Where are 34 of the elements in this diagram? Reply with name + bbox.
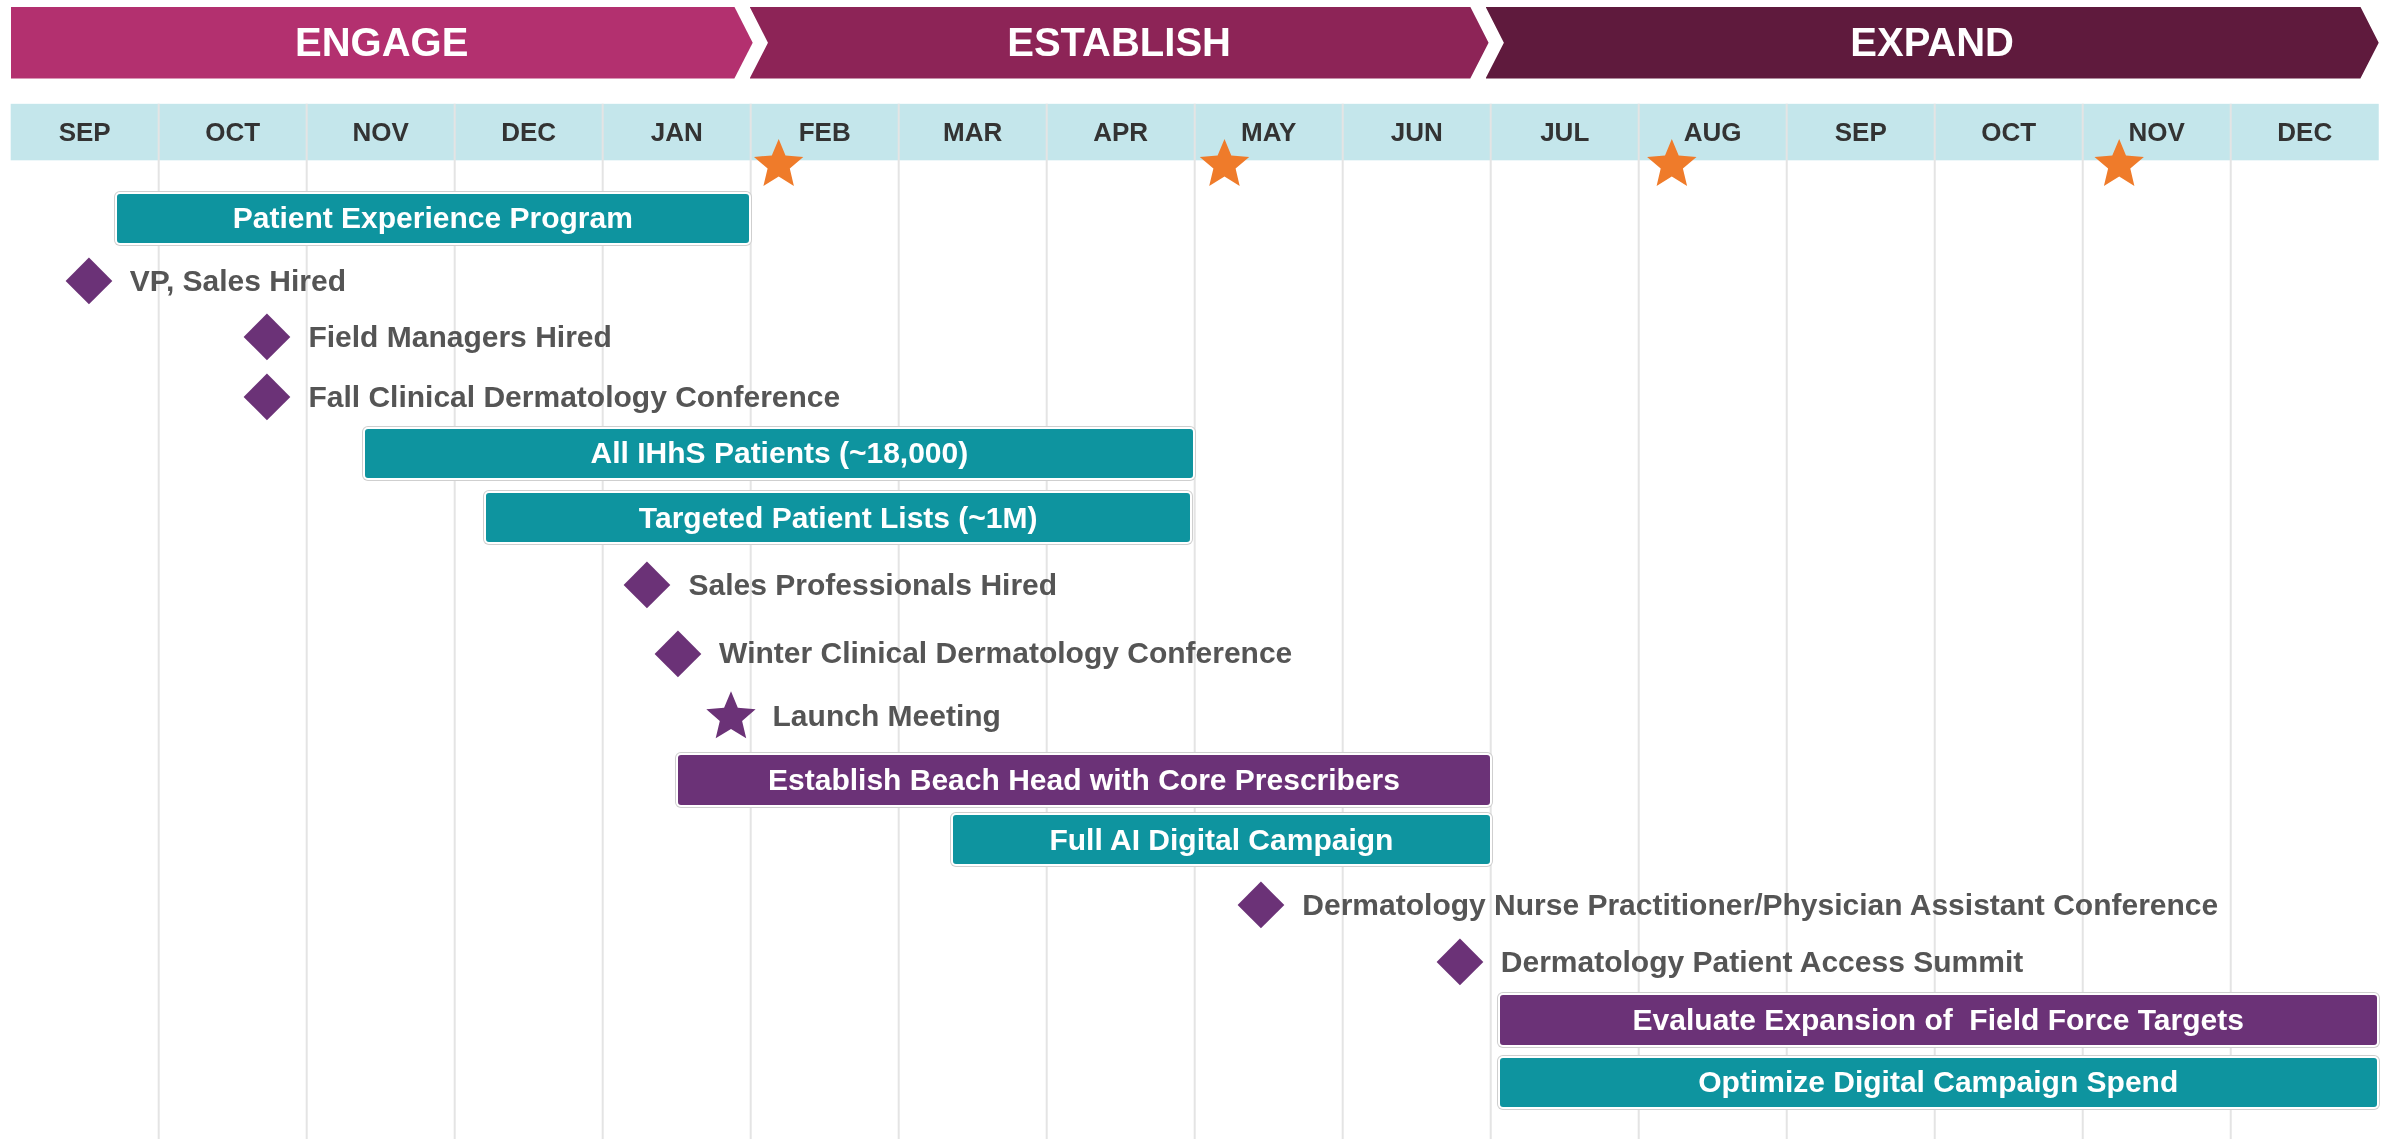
milestone-label: Sales Professionals Hired [688, 566, 1058, 603]
milestone-label: Field Managers Hired [308, 319, 612, 356]
timeline-bar: Optimize Digital Campaign Spend [1497, 1055, 2379, 1110]
timeline-bar: Establish Beach Head with Core Prescribers [676, 753, 1492, 807]
month-label: NOV [351, 115, 410, 149]
milestone-label: Launch Meeting [772, 698, 1001, 735]
timeline-bar: Full AI Digital Campaign [951, 813, 1492, 867]
timeline-bar: Evaluate Expansion of Field Force Targets [1497, 993, 2379, 1047]
timeline-bar: All IHhS Patients (~18,000) [363, 426, 1196, 481]
month-label: SEP [1833, 115, 1888, 149]
milestone-label: VP, Sales Hired [129, 262, 346, 299]
month-label: MAR [942, 115, 1004, 149]
milestone-label: Winter Clinical Dermatology Conference [719, 635, 1293, 672]
month-label: SEP [57, 115, 112, 149]
month-label: JUN [1389, 115, 1444, 149]
milestone-label: Dermatology Patient Access Summit [1500, 943, 2024, 980]
phase-banner: ENGAGE [10, 6, 753, 79]
month-label: DEC [2276, 115, 2334, 149]
milestone-label: Dermatology Nurse Practitioner/Physician Assistant Conference [1302, 887, 2219, 924]
timeline-bar: Targeted Patient Lists (~1M) [484, 490, 1193, 545]
month-label: FEB [797, 115, 852, 149]
month-label: MAY [1240, 115, 1298, 149]
month-label: JAN [649, 115, 704, 149]
month-label: AUG [1682, 115, 1743, 149]
month-label: OCT [204, 115, 262, 149]
phase-banner: EXPAND [1485, 6, 2379, 79]
month-label: OCT [1980, 115, 2038, 149]
phase-banner: ESTABLISH [749, 6, 1489, 79]
month-label: APR [1092, 115, 1150, 149]
month-label: JUL [1539, 115, 1591, 149]
timeline-bar: Patient Experience Program [114, 191, 752, 246]
month-label: DEC [500, 115, 558, 149]
milestone-label: Fall Clinical Dermatology Conference [308, 378, 841, 415]
month-label: NOV [2127, 115, 2186, 149]
